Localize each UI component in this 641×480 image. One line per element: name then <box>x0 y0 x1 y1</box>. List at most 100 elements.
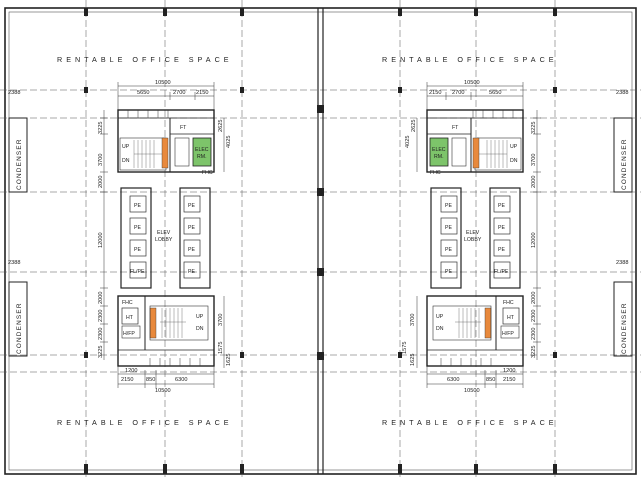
elec-label-2: RM. <box>197 154 207 160</box>
side-dim-left-top: 2388 <box>8 90 20 96</box>
dim-vert-6: 2300 <box>531 310 537 322</box>
rentable-label-top-right: RENTABLE OFFICE SPACE <box>382 55 558 64</box>
dim-bottom-b: 850 <box>146 377 155 383</box>
elevator-bank-right-a: PE PE PE PE <box>430 187 462 289</box>
dim-left-5: 3700 <box>410 314 416 326</box>
dn-label: DN <box>510 158 518 164</box>
core-right: 10500 2150 2700 5650 3225 3700 2000 1200… <box>402 80 541 394</box>
up-label: UP <box>510 144 518 150</box>
flpe-label: FL/PE <box>494 269 509 275</box>
dim-vert-1: 3225 <box>98 122 104 134</box>
dim-bottom-a: 2150 <box>121 377 133 383</box>
ht-label: HT <box>126 315 134 321</box>
elev-lobby-label: ELEV <box>466 230 480 236</box>
up-label: UP <box>436 314 444 320</box>
dim-top-b: 2700 <box>452 90 464 96</box>
dim-vert-2: 3700 <box>531 154 537 166</box>
elec-label-2: RM. <box>434 154 444 160</box>
dim-vert-5: 2000 <box>531 292 537 304</box>
dim-vert-3: 2000 <box>531 176 537 188</box>
elev-lobby-label-2: LOBBY <box>155 237 173 243</box>
dim-bottom-total: 10500 <box>464 388 480 394</box>
dim-vert-2: 3700 <box>98 154 104 166</box>
dim-vert-4: 12000 <box>531 232 537 248</box>
dim-right-4: 1625 <box>226 354 232 366</box>
dim-bottom-b: 850 <box>486 377 495 383</box>
dim-bottom-d: 1200 <box>125 368 137 374</box>
dim-top-total: 10500 <box>464 80 480 86</box>
elec-room-left: ELEC RM. FHC <box>174 137 213 176</box>
core-left: 10500 5650 2700 2150 3225 3700 2000 1200… <box>98 80 232 394</box>
elevator-bank-right-b: PE PE PE FL/PE <box>489 187 521 289</box>
dim-vert-8: 3225 <box>98 346 104 358</box>
dim-top-b: 2700 <box>173 90 185 96</box>
fhc-label: FHC <box>202 170 213 176</box>
pe-label: PE <box>188 269 195 275</box>
dim-vert-7: 2300 <box>531 328 537 340</box>
rentable-label-top-left: RENTABLE OFFICE SPACE <box>57 55 233 64</box>
dim-vert-4: 12000 <box>98 232 104 248</box>
pe-label: PE <box>445 225 452 231</box>
pe-label: PE <box>445 269 452 275</box>
dim-left-3: 1575 <box>402 342 408 354</box>
pe-label: PE <box>134 247 141 253</box>
up-label: UP <box>122 144 130 150</box>
dim-right-2: 4025 <box>226 136 232 148</box>
dim-left-1: 2625 <box>411 120 417 132</box>
condenser-label: CONDENSER <box>16 138 23 190</box>
dim-left-2: 4025 <box>405 136 411 148</box>
dim-right-3: 1575 <box>218 342 224 354</box>
elev-lobby-label: ELEV <box>157 230 171 236</box>
pe-label: PE <box>188 225 195 231</box>
dim-right-5: 3700 <box>218 314 224 326</box>
ft-label: FT <box>180 125 187 131</box>
pe-label: PE <box>134 225 141 231</box>
dn-label: DN <box>122 158 130 164</box>
dn-label: DN <box>196 326 204 332</box>
dim-vert-3: 2000 <box>98 176 104 188</box>
fhc-label: FHC <box>122 300 133 306</box>
pe-label: PE <box>498 225 505 231</box>
elevator-bank-left-a: PE PE PE FL/PE <box>120 187 152 289</box>
pe-label: PE <box>188 203 195 209</box>
condenser-right-top: CONDENSER <box>613 117 633 193</box>
condenser-left-top: CONDENSER <box>8 117 28 193</box>
dim-left-4: 1625 <box>410 354 416 366</box>
dim-right-1: 2625 <box>218 120 224 132</box>
structural-columns <box>84 8 557 474</box>
up-label: UP <box>196 314 204 320</box>
pe-label: PE <box>188 247 195 253</box>
condenser-right-bottom: CONDENSER <box>613 281 633 357</box>
dim-bottom-d: 1200 <box>503 368 515 374</box>
rentable-label-bottom-right: RENTABLE OFFICE SPACE <box>382 418 558 427</box>
dim-top-total: 10500 <box>155 80 171 86</box>
dim-bottom-c: 6300 <box>175 377 187 383</box>
dim-vert-5: 2000 <box>98 292 104 304</box>
elec-label: ELEC <box>432 147 446 153</box>
pe-label: PE <box>498 203 505 209</box>
dim-top-a: 5650 <box>137 90 149 96</box>
dn-label: DN <box>436 326 444 332</box>
side-dim-right-top: 2388 <box>616 90 628 96</box>
condenser-label: CONDENSER <box>16 302 23 354</box>
dim-bottom-a: 6300 <box>447 377 459 383</box>
pe-label: PE <box>445 203 452 209</box>
pe-label: PE <box>498 247 505 253</box>
fhc-label: FHC <box>503 300 514 306</box>
ft-label: FT <box>452 125 459 131</box>
hfp-label: H/FP <box>502 331 514 337</box>
side-dim-right-bottom: 2388 <box>616 260 628 266</box>
dim-top-a: 2150 <box>429 90 441 96</box>
dim-bottom-total: 10500 <box>155 388 171 394</box>
fhc-label: FHC <box>430 170 441 176</box>
rentable-label-bottom-left: RENTABLE OFFICE SPACE <box>57 418 233 427</box>
flpe-label: FL/PE <box>130 269 145 275</box>
condenser-label: CONDENSER <box>621 302 628 354</box>
pe-label: PE <box>134 203 141 209</box>
elev-lobby-label-2: LOBBY <box>464 237 482 243</box>
dim-vert-7: 2300 <box>98 328 104 340</box>
side-dim-left-bottom: 2388 <box>8 260 20 266</box>
stair-left-bottom: UP DN <box>149 305 209 341</box>
